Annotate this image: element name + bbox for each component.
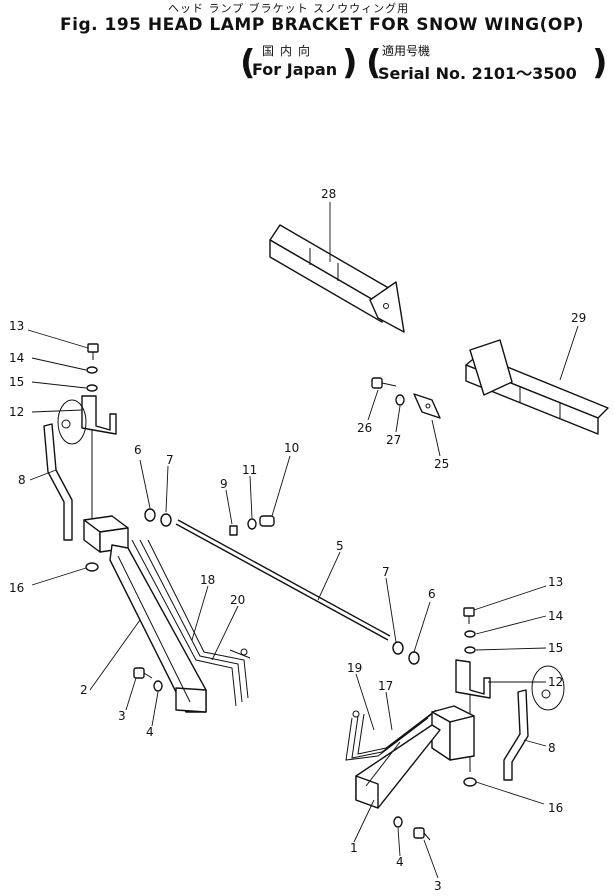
callout-8: 8: [548, 741, 556, 755]
callout-28: 28: [321, 187, 336, 201]
callout-17: 17: [378, 679, 393, 693]
callout-10: 10: [284, 441, 299, 455]
callout-14: 14: [548, 609, 563, 623]
callout-12: 12: [548, 675, 563, 689]
right-bolt-washer: [393, 816, 431, 841]
callout-25: 25: [434, 457, 449, 471]
part-2-left-bracket: [83, 515, 207, 713]
callout-6: 6: [134, 443, 142, 457]
figure-header: ヘッド ランプ ブラケット スノウウィング用 Fig. 195 HEAD LAM…: [0, 0, 615, 90]
parts-18-20-harness: [131, 539, 251, 707]
close-paren-serial: ): [592, 43, 608, 83]
callout-8: 8: [18, 473, 26, 487]
callout-9: 9: [220, 477, 228, 491]
callout-18: 18: [200, 573, 215, 587]
right-lamp-mount: [455, 607, 565, 787]
close-paren: ): [342, 43, 358, 83]
parts-19-17-harness: [345, 709, 437, 761]
open-paren: (: [240, 43, 256, 83]
callout-2: 2: [80, 683, 88, 697]
callout-5: 5: [336, 539, 344, 553]
callout-26: 26: [357, 421, 372, 435]
callout-13: 13: [548, 575, 563, 589]
callout-7: 7: [166, 453, 174, 467]
callout-27: 27: [386, 433, 401, 447]
callout-14: 14: [9, 351, 24, 365]
market-label: For Japan: [252, 60, 338, 79]
part-5-rod-assembly: [144, 508, 420, 665]
part-29-bracket: [465, 339, 609, 435]
callout-16: 16: [548, 801, 563, 815]
callout-13: 13: [9, 319, 24, 333]
callout-16: 16: [9, 581, 24, 595]
callout-7: 7: [382, 565, 390, 579]
callout-11: 11: [242, 463, 257, 477]
callout-19: 19: [347, 661, 362, 675]
callout-15: 15: [9, 375, 24, 389]
japanese-title: ヘッド ランプ ブラケット スノウウィング用: [168, 2, 410, 15]
callout-leaders: [27, 202, 579, 879]
callout-20: 20: [230, 593, 245, 607]
callout-numbers: 28 29 13 14 15 12 8 26 27 25 6 7 9 11 10…: [9, 187, 586, 893]
callout-12: 12: [9, 405, 24, 419]
callout-4: 4: [146, 725, 154, 739]
callout-4: 4: [396, 855, 404, 869]
market-japanese: 国内向: [262, 44, 317, 58]
callout-3: 3: [118, 709, 126, 723]
parts-26-27-25-hardware: [371, 377, 441, 419]
serial-japanese: 適用号機: [382, 44, 431, 58]
left-bolt-washer: [133, 667, 163, 692]
callout-1: 1: [350, 841, 358, 855]
part-28-bracket: [269, 224, 405, 333]
figure-title: Fig. 195 HEAD LAMP BRACKET FOR SNOW WING…: [60, 15, 585, 35]
callout-29: 29: [571, 311, 586, 325]
callout-6: 6: [428, 587, 436, 601]
serial-range: Serial No. 2101～3500: [378, 64, 577, 83]
left-lamp-mount: [43, 343, 117, 572]
part-1-right-bracket: [355, 705, 475, 809]
callout-15: 15: [548, 641, 563, 655]
open-paren-serial: (: [366, 43, 382, 83]
callout-3: 3: [434, 879, 442, 893]
